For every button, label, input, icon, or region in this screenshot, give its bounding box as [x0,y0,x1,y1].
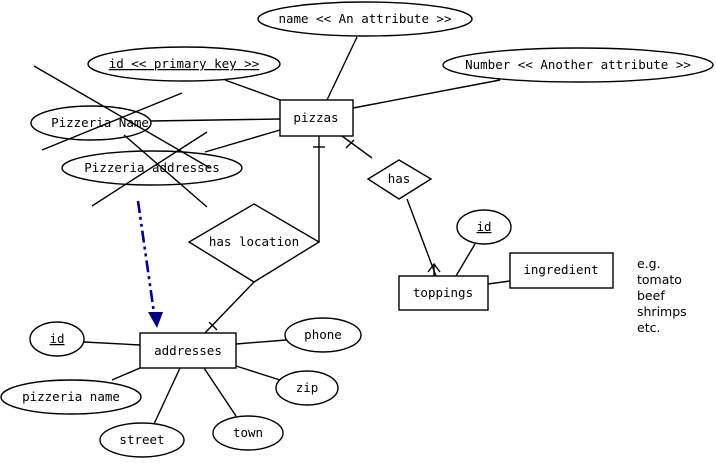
zip-attr [275,370,339,406]
pizzas-id-attr-label: id << primary key >> [109,56,260,71]
toppings-entity-label: toppings [413,285,473,300]
line-pizzas-pizzeria-name [149,118,281,122]
addresses-entity [139,332,237,369]
line-has-toppings [406,198,437,277]
addresses-entity-label: addresses [154,343,222,358]
pizzas-number-attr-label: Number << Another attribute >> [465,57,691,72]
example-note: e.g. tomato beef shrimps etc. [637,256,687,335]
line-pizzas-name [326,36,358,101]
line-addresses-zip [235,365,281,381]
pizzas-name-attr-label: name << An attribute >> [278,11,451,26]
street-attr-label: street [119,432,164,447]
line-pizzas-has [341,135,373,159]
line-addresses-town [203,367,237,417]
move-arrow-head [148,312,163,328]
town-attr [212,415,284,451]
connector-lines [83,36,511,425]
addresses-id-attr [29,321,85,357]
pizzas-number-attr [442,47,714,83]
phone-attr-label: phone [304,327,342,342]
strike-line [41,92,183,151]
phone-attr [284,317,362,353]
pizzeria-name-attr-label: pizzeria name [22,389,120,404]
pizzas-entity-label: pizzas [293,110,338,125]
strike-line [91,131,208,207]
ingredient-entity-label: ingredient [523,262,598,277]
example-note-line: shrimps [637,304,687,319]
line-addresses-street [153,367,181,425]
zip-attr-label: zip [296,380,319,395]
cardinality-marks [208,139,441,331]
addresses-id-attr-label: id [49,331,64,346]
line-addresses-id [83,341,141,346]
example-note-line: e.g. [637,256,661,271]
move-arrow [136,200,156,314]
many-mark-toppings [427,262,441,276]
pizzeria-name-crossed-label: Pizzeria Name [51,115,149,130]
has-relationship-label: has [388,171,411,186]
line-pizzas-pizzeria-addresses [204,129,281,153]
line-pizzas-number [352,79,501,109]
crossed-attributes: Pizzeria Name Pizzeria addresses [30,65,243,208]
toppings-id-attr-label: id [476,219,491,234]
line-toppings-id [455,243,476,277]
toppings-entity [398,275,489,311]
toppings-id-attr [456,209,512,245]
ingredient-entity [509,252,614,289]
has-location-relationship-label: has location [209,234,299,249]
pizzeria-name-attr [0,379,142,415]
line-has-location-addresses [203,281,255,335]
example-note-line: etc. [637,320,660,335]
strike-line [123,134,208,208]
street-attr [99,422,185,458]
has-relationship [366,159,433,200]
line-toppings-ingredient [487,280,511,285]
pizzas-name-attr [257,1,473,37]
line-pizzas-id [224,79,281,101]
has-location-relationship [187,203,321,283]
pizzeria-name-crossed-attr [30,105,152,141]
example-note-line: beef [637,288,665,303]
one-mark-addresses [208,321,218,331]
example-note-line: tomato [637,272,682,287]
pizzas-id-attr [87,46,281,82]
line-addresses-phone [235,339,287,345]
line-addresses-pizzeria-name [111,367,141,381]
one-mark-pizzas-has [345,139,355,149]
pizzas-entity [279,99,354,137]
town-attr-label: town [233,425,263,440]
